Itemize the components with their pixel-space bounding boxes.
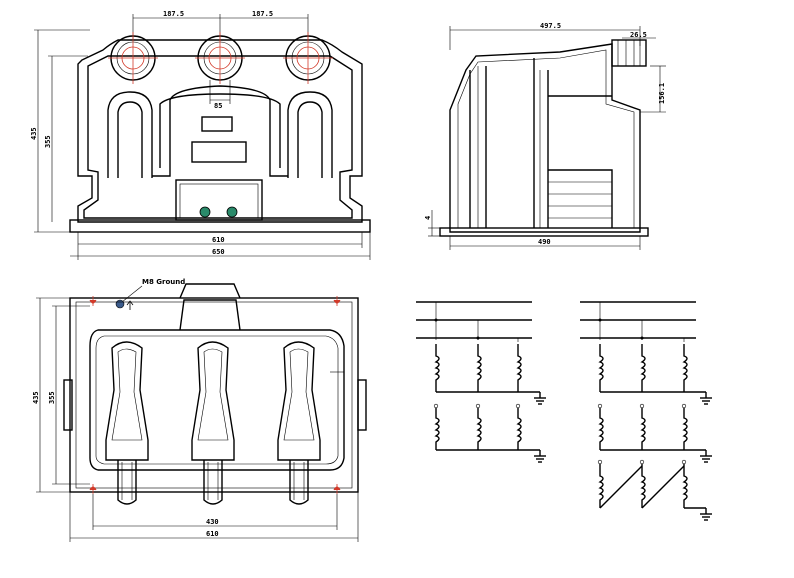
dim-front-top-left: 187.5: [163, 10, 184, 18]
top-bushing-left: [105, 341, 149, 505]
dim-side-small: 4: [424, 216, 432, 220]
top-view: M8 Ground: [32, 278, 367, 542]
front-bushing-right: [283, 32, 333, 84]
dim-front-center-gap: 85: [214, 102, 222, 110]
dim-top-height-inner: 355: [48, 391, 56, 404]
dim-front-height-outer: 435: [30, 127, 38, 140]
front-bushing-center: [195, 32, 245, 84]
dim-front-base-outer: 650: [212, 248, 225, 256]
dim-front-height-inner: 355: [44, 135, 52, 148]
dim-front-top-right: 187.5: [252, 10, 273, 18]
ground-label: M8 Ground: [142, 278, 185, 286]
dim-front-base-inner: 610: [212, 236, 225, 244]
top-bushing-center: [191, 341, 235, 505]
top-bushing-right: [277, 341, 321, 505]
dim-side-bushing: 26.5: [630, 31, 647, 39]
front-bushing-left: [108, 32, 158, 84]
wiring-diagram-1: [416, 301, 546, 463]
dim-top-width-inner: 430: [206, 518, 219, 526]
dim-side-base: 490: [538, 238, 551, 246]
side-view: 497.5 26.5 156.1 4 490: [424, 22, 666, 250]
front-view: 187.5 187.5: [30, 10, 371, 260]
wiring-diagram-2: [580, 301, 712, 521]
dim-top-width-outer: 610: [206, 530, 219, 538]
dim-side-width: 497.5: [540, 22, 561, 30]
dim-side-bushing-height: 156.1: [658, 83, 666, 104]
dim-top-height-outer: 435: [32, 391, 40, 404]
